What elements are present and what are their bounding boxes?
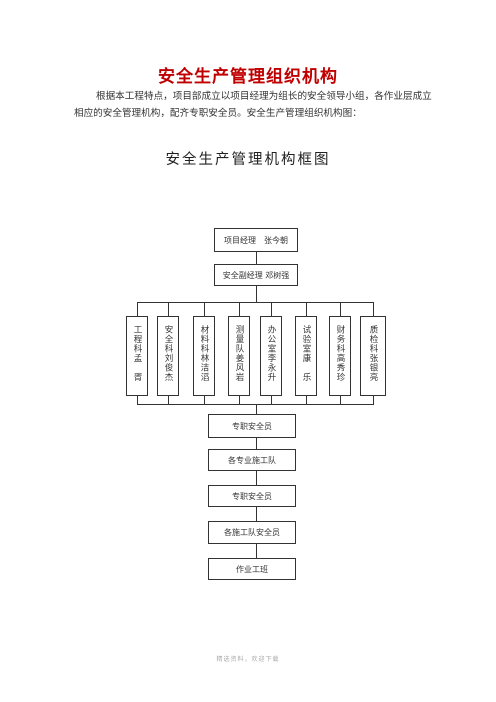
drop-line	[306, 396, 307, 404]
footer-watermark: 精选资料，欢迎下载	[216, 656, 280, 663]
drop-line	[239, 302, 240, 316]
drop-line	[271, 302, 272, 316]
top-bus-line	[137, 302, 373, 303]
department-quality: 质检科张银亮	[360, 316, 386, 396]
drop-line	[373, 396, 374, 404]
drop-line	[204, 302, 205, 316]
deputy-manager-box: 安全副经理 邓树强	[214, 264, 298, 286]
drop-line	[239, 396, 240, 404]
drop-line	[306, 302, 307, 316]
document-title: 安全生产管理组织机构	[158, 67, 338, 87]
department-lab: 试验室康 乐	[295, 316, 317, 396]
connector-line	[256, 252, 257, 264]
drop-line	[373, 302, 374, 316]
project-manager-box: 项目经理 张今朝	[214, 228, 298, 252]
connector-line	[256, 544, 257, 558]
construction-teams-box: 各专业施工队	[208, 449, 296, 471]
drop-line	[137, 302, 138, 316]
drop-line	[168, 396, 169, 404]
intro-paragraph: 根据本工程特点，项目部成立以项目经理为组长的安全领导小组，各作业层成立相应的安全…	[74, 91, 432, 119]
drop-line	[271, 396, 272, 404]
bottom-bus-line	[137, 404, 374, 405]
drop-line	[340, 302, 341, 316]
department-engineering: 工程科孟 胥	[126, 316, 148, 396]
drop-line	[168, 302, 169, 316]
department-survey: 测量队姜风岩	[228, 316, 250, 396]
department-finance: 财务科高秀珍	[329, 316, 351, 396]
drop-line	[137, 396, 138, 404]
chart-title: 安全生产管理机构框图	[165, 152, 331, 168]
connector-line	[256, 507, 257, 521]
department-safety: 安全科刘俊杰	[157, 316, 179, 396]
connector-line	[256, 471, 257, 485]
connector-line	[256, 286, 257, 302]
connector-line	[256, 438, 257, 449]
team-safety-officer-box: 专职安全员	[208, 485, 296, 507]
department-materials: 材料科林洁滔	[193, 316, 215, 396]
drop-line	[340, 396, 341, 404]
full-time-safety-officer-box: 专职安全员	[208, 414, 296, 438]
team-safety-staff-box: 各施工队安全员	[208, 521, 296, 544]
department-office: 办公室李永升	[260, 316, 282, 396]
connector-line	[256, 404, 257, 414]
work-crew-box: 作业工班	[208, 558, 296, 580]
drop-line	[204, 396, 205, 404]
